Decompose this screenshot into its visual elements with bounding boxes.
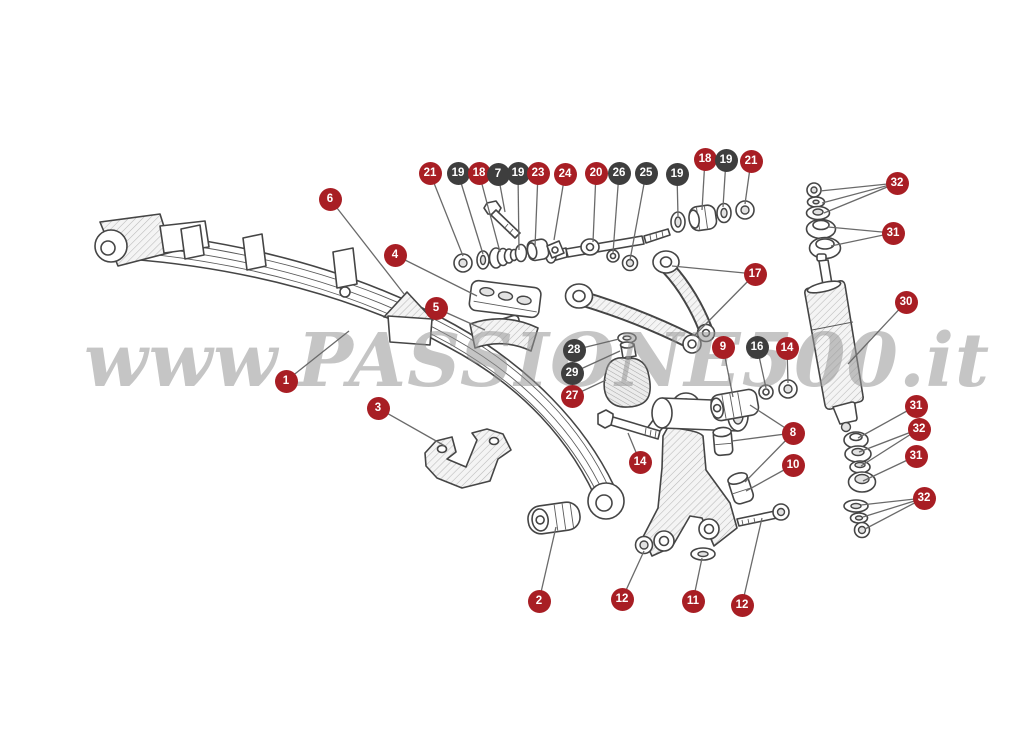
leader-line (538, 526, 557, 602)
part-badge-2[interactable]: 2 (527, 589, 551, 613)
shock-absorber-drawing (804, 182, 877, 539)
part-badge-23[interactable]: 23 (526, 161, 550, 185)
part-badge-19[interactable]: 19 (506, 161, 530, 185)
part-badge-16[interactable]: 16 (745, 335, 769, 359)
spring-pad-upper-drawing (468, 279, 542, 319)
bushing-8-drawing (712, 426, 734, 457)
part-badge-30[interactable]: 30 (894, 290, 918, 314)
part-badge-26[interactable]: 26 (607, 161, 631, 185)
bolt-14-drawing (597, 409, 661, 440)
leader-line (741, 517, 763, 606)
knuckle-bracket-drawing (642, 397, 749, 557)
part-badge-32[interactable]: 32 (885, 171, 909, 195)
part-badge-20[interactable]: 20 (584, 161, 608, 185)
part-badge-12[interactable]: 12 (610, 587, 634, 611)
part-badge-5[interactable]: 5 (424, 296, 448, 320)
part-badge-24[interactable]: 24 (553, 162, 577, 186)
leader-line (457, 172, 484, 255)
leader-line (285, 330, 350, 382)
part-badge-19[interactable]: 19 (665, 162, 689, 186)
leader-line (534, 172, 539, 248)
leader-line (517, 172, 520, 251)
steering-arm-long-drawing (564, 283, 702, 354)
drag-link-bolt-7-drawing (483, 200, 521, 239)
leader-line (612, 172, 620, 254)
bump-stop-drawing (603, 332, 652, 408)
leader-line (819, 182, 898, 192)
part-badge-14[interactable]: 14 (775, 336, 799, 360)
part-badge-27[interactable]: 27 (560, 384, 584, 408)
part-badge-29[interactable]: 29 (560, 361, 584, 385)
leader-line (847, 301, 907, 365)
part-badge-11[interactable]: 11 (681, 589, 705, 613)
bolt-12-drawing (736, 503, 790, 527)
washer-16-drawing (758, 384, 774, 400)
spring-pad-lower-drawing (469, 318, 539, 352)
nut-12-drawing (634, 535, 654, 555)
part-badge-21[interactable]: 21 (418, 161, 442, 185)
drag-link-mid-hardware-drawing (606, 249, 639, 272)
part-badge-10[interactable]: 10 (781, 453, 805, 477)
part-badge-12[interactable]: 12 (730, 593, 754, 617)
leader-line (478, 172, 501, 253)
part-badge-3[interactable]: 3 (366, 396, 390, 420)
part-badge-31[interactable]: 31 (904, 444, 928, 468)
part-badge-8[interactable]: 8 (781, 421, 805, 445)
part-badge-9[interactable]: 9 (711, 335, 735, 359)
part-badge-21[interactable]: 21 (739, 149, 763, 173)
leader-line (592, 172, 597, 243)
leader-line (629, 172, 647, 261)
leader-line (429, 172, 464, 257)
part-badge-19[interactable]: 19 (446, 161, 470, 185)
part-badge-32[interactable]: 32 (907, 417, 931, 441)
part-badge-14[interactable]: 14 (628, 450, 652, 474)
part-badge-7[interactable]: 7 (486, 162, 510, 186)
part-badge-18[interactable]: 18 (467, 161, 491, 185)
kingpin-bushing-drawing (710, 388, 760, 422)
drag-link-right-hardware-drawing (670, 200, 755, 233)
leaf-spring-drawing (94, 213, 625, 520)
part-badge-28[interactable]: 28 (562, 338, 586, 362)
part-badge-25[interactable]: 25 (634, 161, 658, 185)
part-badge-6[interactable]: 6 (318, 187, 342, 211)
leader-line (821, 182, 898, 204)
lock-washer-11-drawing (690, 547, 716, 561)
part-badge-31[interactable]: 31 (904, 394, 928, 418)
leader-line (377, 407, 446, 447)
part-badge-19[interactable]: 19 (714, 148, 738, 172)
part-badge-1[interactable]: 1 (274, 369, 298, 393)
leader-line (329, 198, 405, 295)
part-badge-4[interactable]: 4 (383, 243, 407, 267)
leader-line (823, 182, 898, 214)
bushing-10-drawing (727, 472, 755, 505)
leader-line (693, 273, 756, 337)
leader-line (394, 254, 478, 297)
spring-bracket-drawing (424, 428, 512, 489)
leader-line (671, 265, 756, 275)
part-badge-32[interactable]: 32 (912, 486, 936, 510)
part-badge-18[interactable]: 18 (693, 147, 717, 171)
spring-bushing-drawing (527, 501, 581, 535)
drag-link-left-hardware-drawing (453, 238, 565, 273)
part-badge-31[interactable]: 31 (881, 221, 905, 245)
part-badge-17[interactable]: 17 (743, 262, 767, 286)
nut-14-drawing (778, 379, 798, 399)
